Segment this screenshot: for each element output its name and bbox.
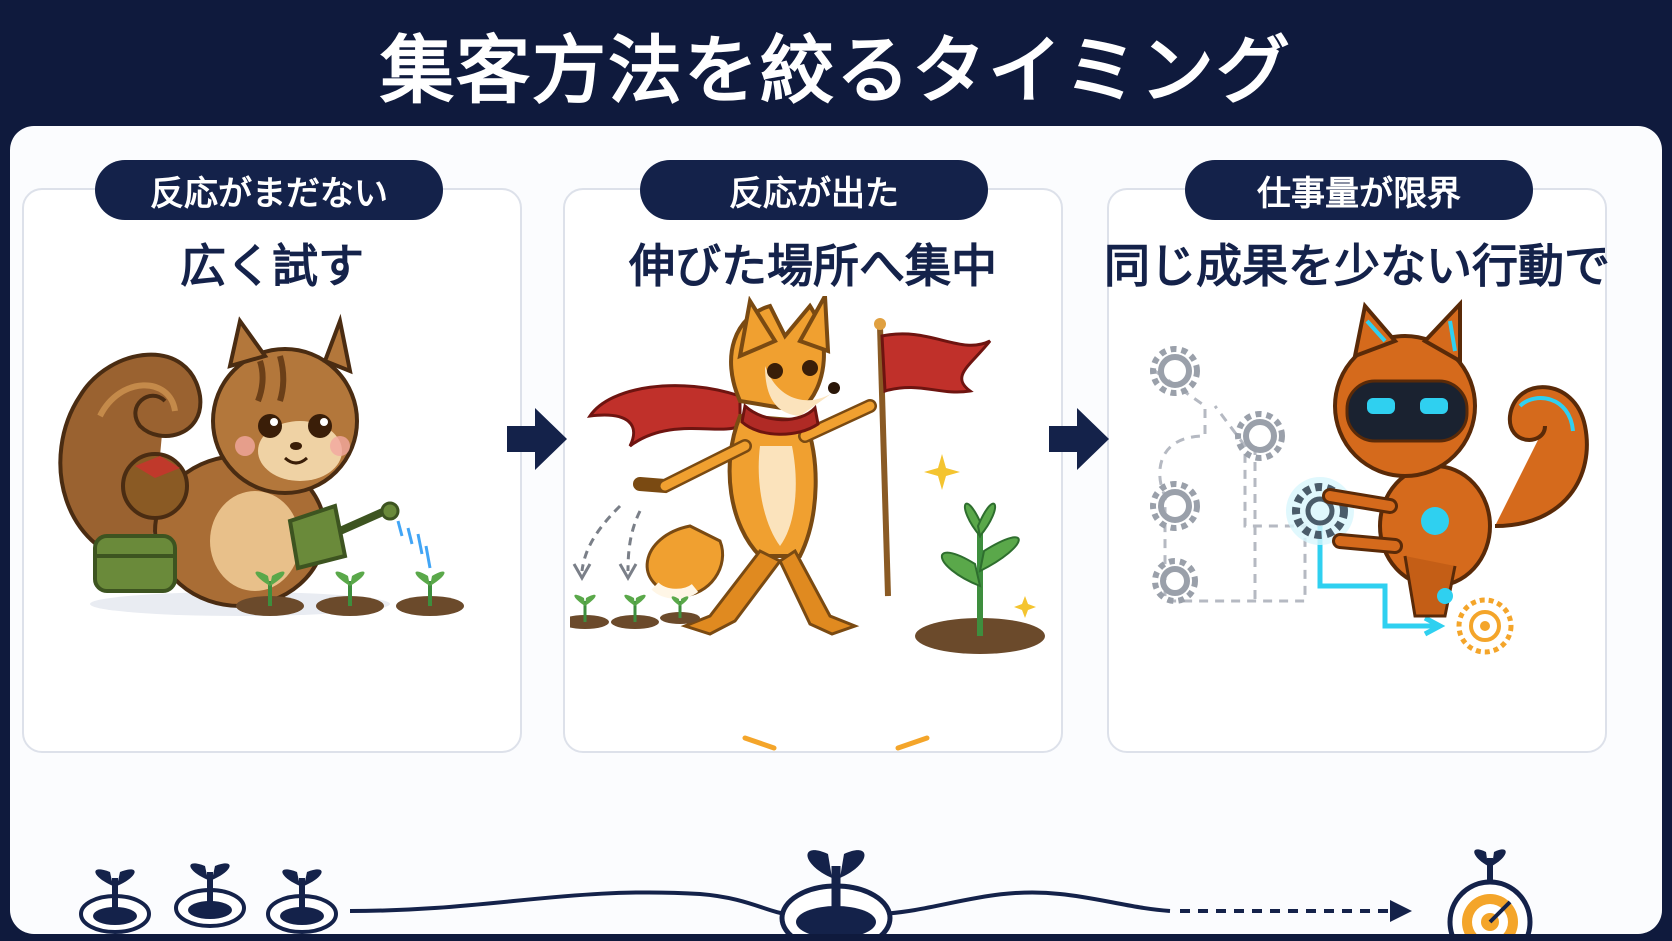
arrow-right-icon	[507, 408, 567, 470]
stage-3-action: 同じ成果を少ない行動で	[1104, 239, 1610, 293]
target-goal-icon	[1447, 849, 1533, 934]
stage-2-condition-badge: 反応が出た	[640, 160, 988, 220]
squirrel-watering-illustration	[58, 313, 464, 616]
stage-3-condition-badge: 仕事量が限界	[1185, 160, 1533, 220]
content-board: 反応がまだない 反応が出た 仕事量が限界 広く試す 伸びた場所へ集中 同じ成果を…	[10, 126, 1662, 934]
highlight-rays	[742, 735, 930, 751]
stage-1-condition-badge: 反応がまだない	[95, 160, 443, 220]
small-sprout-icon	[79, 869, 151, 934]
small-sprout-icon	[266, 869, 338, 934]
stage-2-action: 伸びた場所へ集中	[629, 239, 997, 293]
arrow-right-icon	[1049, 408, 1109, 470]
robot-squirrel-gears-illustration	[1150, 298, 1589, 655]
stage-1-action: 広く試す	[180, 239, 364, 293]
growing-sprout-icon	[779, 850, 893, 934]
page-title: 集客方法を絞るタイミング	[380, 27, 1292, 114]
growth-timeline	[79, 735, 1533, 934]
fox-with-flag-illustration	[570, 296, 1045, 654]
small-sprout-icon	[174, 863, 246, 928]
